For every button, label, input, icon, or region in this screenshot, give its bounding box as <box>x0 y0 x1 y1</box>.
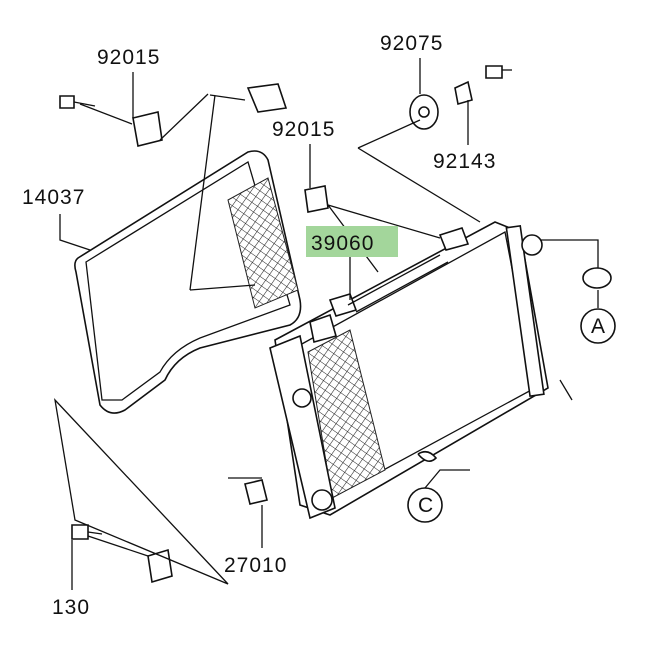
radiator-39060 <box>269 221 549 520</box>
callout-c-label[interactable]: C <box>418 494 434 517</box>
highlight-box <box>306 226 398 257</box>
part-label-92075[interactable]: 92075 <box>380 32 443 55</box>
part-label-92143[interactable]: 92143 <box>433 150 496 173</box>
part-label-14037[interactable]: 14037 <box>22 186 85 209</box>
callout-a-label[interactable]: A <box>591 315 606 338</box>
part-label-27010[interactable]: 27010 <box>224 554 287 577</box>
radiator-guard-14037 <box>74 83 302 414</box>
small-parts <box>59 65 612 584</box>
callout-c-circle <box>407 487 443 523</box>
part-label-39060[interactable]: 39060 <box>311 232 374 255</box>
part-label-130[interactable]: 130 <box>52 596 90 619</box>
part-label-92015-b[interactable]: 92015 <box>272 118 335 141</box>
callout-a-circle <box>580 308 616 344</box>
part-label-92015-a[interactable]: 92015 <box>97 46 160 69</box>
